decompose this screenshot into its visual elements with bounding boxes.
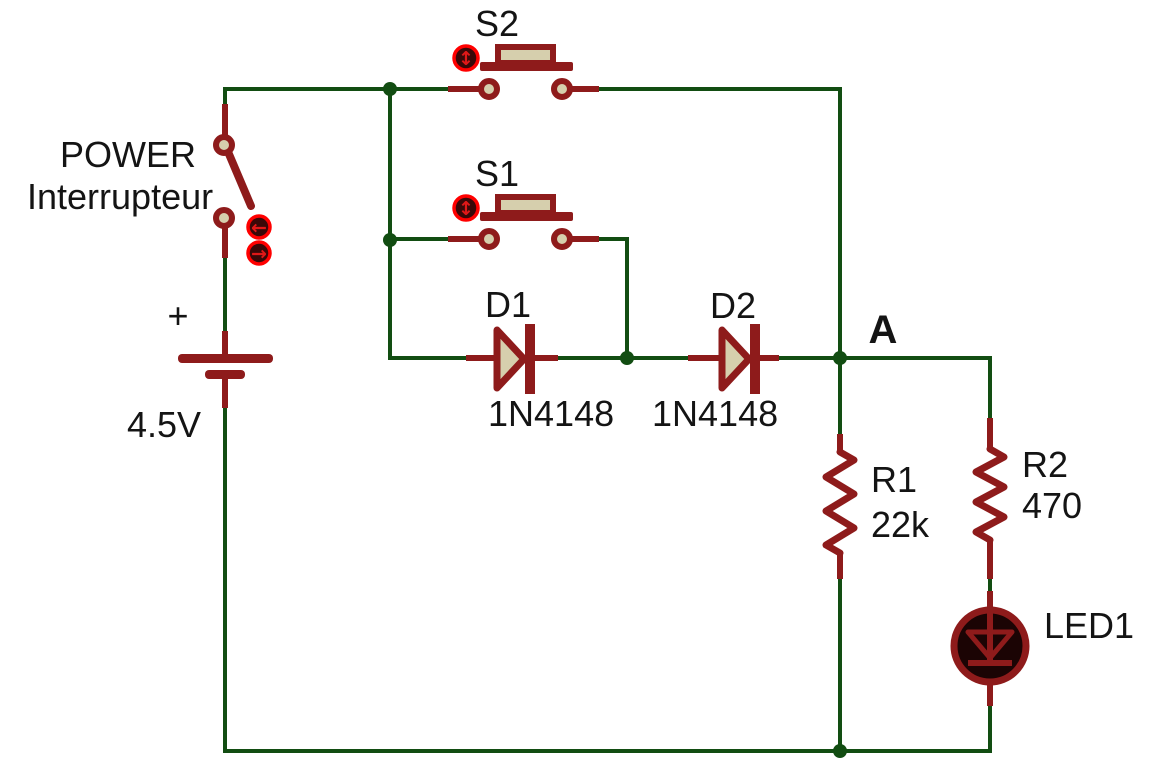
d1-value: 1N4148 (488, 393, 614, 434)
junction-dot (383, 82, 397, 96)
pushbutton-actuator-icon[interactable]: ↕ (452, 194, 480, 222)
switch-terminal (213, 134, 235, 156)
led-diode-triangle (965, 629, 1015, 661)
wire-segment (223, 406, 992, 753)
resistor-r1[interactable] (822, 434, 858, 579)
junction-dot (620, 351, 634, 365)
switch-actuator-up-icon[interactable]: ← (246, 214, 272, 240)
diode-d1[interactable] (466, 324, 558, 394)
wire-net (223, 87, 992, 753)
diode-cathode-bar (750, 324, 760, 394)
pushbutton-s1[interactable]: ↕ (448, 194, 599, 250)
d1-label: D1 (485, 284, 531, 325)
junction-dot (833, 744, 847, 758)
battery-value: 4.5V (127, 404, 201, 445)
svg-text:↕: ↕ (458, 48, 474, 70)
diode-anode-triangle (493, 326, 528, 392)
resistor-zigzag (822, 448, 858, 557)
node-a-label: A (869, 308, 898, 352)
wire-segment (223, 87, 452, 108)
r2-value: 470 (1022, 485, 1082, 526)
wire-segment (838, 356, 992, 420)
svg-text:↕: ↕ (458, 198, 474, 220)
switch-actuator-down-icon[interactable]: → (246, 240, 272, 266)
s1-label: S1 (475, 153, 519, 194)
r1-value: 22k (871, 504, 930, 545)
led1[interactable] (950, 591, 1030, 706)
button-cap[interactable] (495, 194, 556, 216)
resistor-r2[interactable] (972, 418, 1008, 579)
svg-text:→: → (251, 243, 267, 265)
power-switch[interactable]: ← → (213, 104, 272, 266)
svg-text:←: ← (251, 217, 267, 239)
button-terminal (551, 228, 573, 250)
diode-cathode-bar (525, 324, 535, 394)
button-terminal (478, 228, 500, 250)
battery[interactable] (178, 331, 273, 408)
led1-label: LED1 (1044, 605, 1134, 646)
junction-dot (833, 351, 847, 365)
d2-value: 1N4148 (652, 393, 778, 434)
diode-anode-triangle (718, 326, 753, 392)
battery-positive-plate (178, 354, 273, 363)
d2-label: D2 (710, 285, 756, 326)
power-switch-label: POWER (60, 134, 196, 175)
switch-terminal (213, 207, 235, 229)
r1-label: R1 (871, 459, 917, 500)
button-terminal (551, 78, 573, 100)
switch-lever[interactable] (222, 143, 255, 210)
pushbutton-actuator-icon[interactable]: ↕ (452, 44, 480, 72)
wire-segment (596, 87, 842, 436)
resistor-zigzag (972, 445, 1008, 544)
pushbutton-s2[interactable]: ↕ (448, 44, 599, 100)
power-switch-sublabel: Interrupteur (27, 176, 213, 217)
r2-label: R2 (1022, 444, 1068, 485)
battery-plus-sign: + (167, 295, 188, 336)
diode-d2[interactable] (688, 324, 779, 394)
battery-negative-plate (205, 370, 245, 379)
junction-dot (383, 233, 397, 247)
button-terminal (478, 78, 500, 100)
s2-label: S2 (475, 3, 519, 44)
button-cap[interactable] (495, 44, 556, 66)
wire-segment (596, 237, 629, 360)
